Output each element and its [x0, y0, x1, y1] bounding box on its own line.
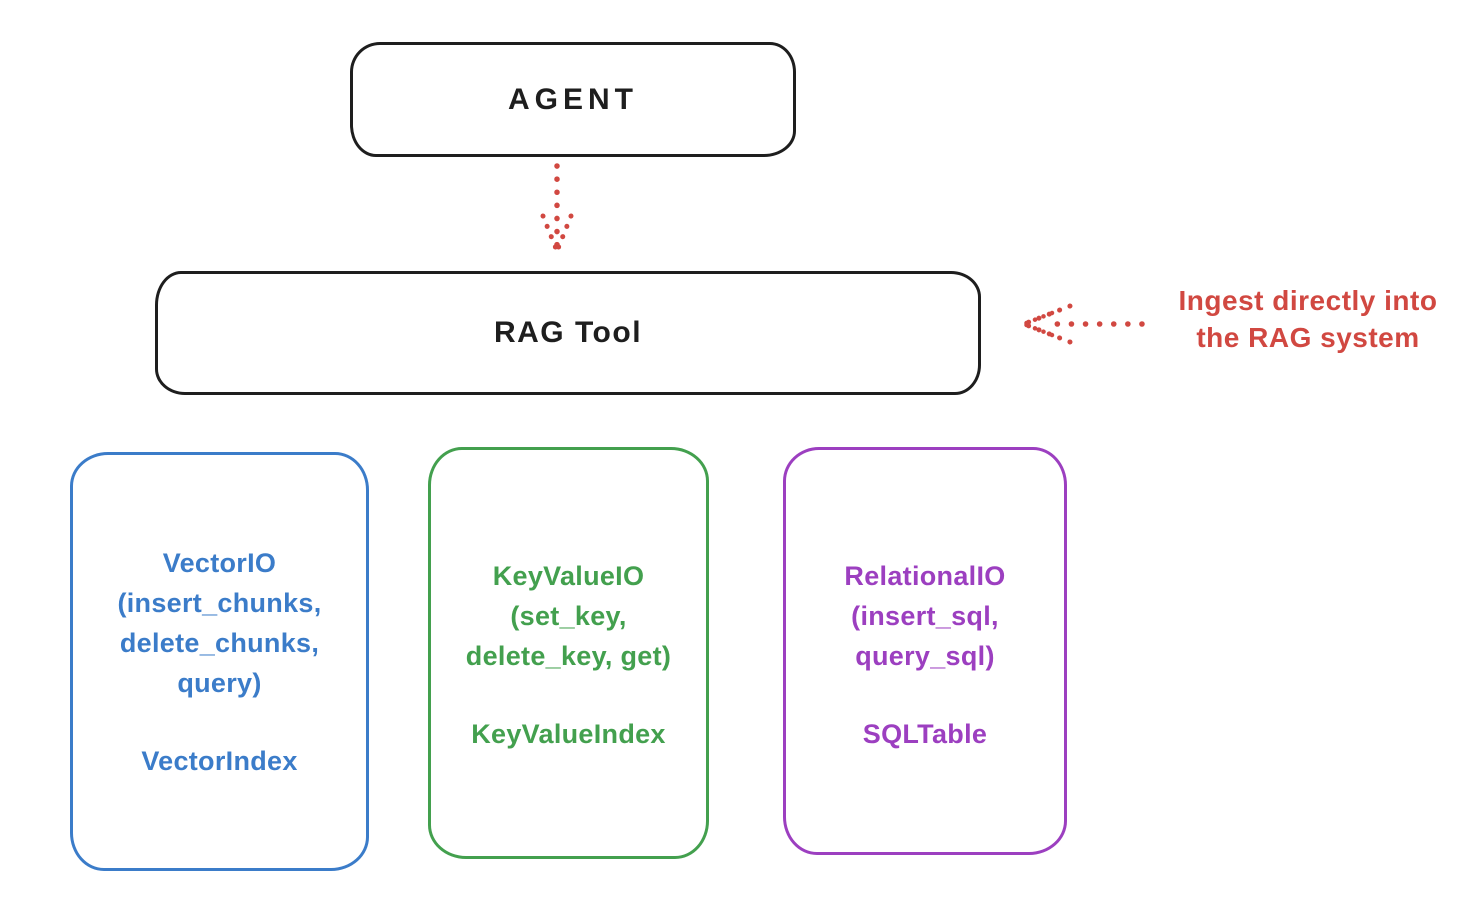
vector-io-title: VectorIO — [162, 548, 277, 578]
agent-box: AGENT — [350, 42, 796, 157]
keyvalue-io-params-line: delete_key, get) — [465, 641, 672, 671]
rag-tool-label: RAG Tool — [493, 316, 643, 349]
rag-tool-box: RAG Tool — [155, 271, 981, 395]
annotation-line-1: Ingest directly into — [1178, 285, 1438, 316]
vector-index-label: VectorIndex — [141, 746, 298, 776]
annotation-text: Ingest directly into the RAG system — [1138, 282, 1478, 356]
keyvalue-io-title: KeyValueIO — [492, 561, 645, 591]
relational-io-params-line: query_sql) — [855, 641, 995, 671]
keyvalue-io-box: KeyValueIO (set_key, delete_key, get) Ke… — [428, 447, 709, 859]
vector-io-params-line: query) — [177, 668, 262, 698]
relational-io-params-line: (insert_sql, — [851, 601, 999, 631]
agent-label: AGENT — [508, 82, 638, 116]
sql-table-label: SQLTable — [862, 719, 988, 749]
arrow-left-icon — [1021, 303, 1145, 345]
vector-io-box: VectorIO (insert_chunks, delete_chunks, … — [70, 452, 369, 871]
vector-io-params-line: delete_chunks, — [119, 628, 320, 658]
relational-io-box: RelationalIO (insert_sql, query_sql) SQL… — [783, 447, 1067, 855]
arrow-down-icon — [540, 163, 574, 254]
keyvalue-io-params-line: (set_key, — [510, 601, 627, 631]
vector-io-params-line: (insert_chunks, — [117, 588, 322, 618]
relational-io-title: RelationalIO — [844, 561, 1006, 591]
keyvalue-index-label: KeyValueIndex — [471, 719, 666, 749]
annotation-line-2: the RAG system — [1196, 322, 1420, 353]
